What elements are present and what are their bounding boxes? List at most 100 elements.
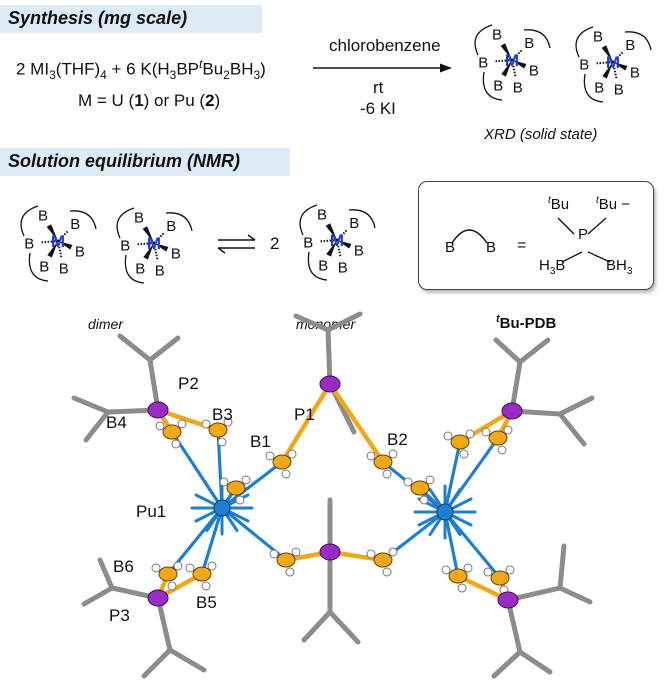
equilibrium-banner: Solution equilibrium (NMR) xyxy=(0,148,290,176)
carbon-bond xyxy=(557,395,595,417)
dimer-complex-right-bond-wedge xyxy=(154,243,169,252)
product-complex-right-bond-wedge xyxy=(613,62,628,71)
xrd-caption: XRD (solid state) xyxy=(484,126,598,143)
plutonium-atom xyxy=(213,499,231,517)
hydrogen-atom xyxy=(223,417,233,427)
dimer-complex-right-bond-hash xyxy=(153,231,166,244)
dimer-complex-right-boron-label: B xyxy=(155,263,165,280)
dimer-complex-right-bond-wedge xyxy=(143,243,154,260)
label-b5: B5 xyxy=(196,593,217,612)
monomer-complex-bond-wedge xyxy=(326,240,337,257)
dimer-complex-right-chelate-arc xyxy=(116,207,135,239)
product-complex-left-boron-label: B xyxy=(478,54,488,71)
carbon-bond xyxy=(505,597,523,655)
label-b4: B4 xyxy=(106,413,127,432)
hydrogen-atom xyxy=(388,547,398,557)
monomer-complex-bond-hash xyxy=(336,228,349,241)
hydrogen-atom xyxy=(388,449,398,459)
product-complex-left-boron-label: B xyxy=(529,62,539,79)
hydrogen-atom xyxy=(503,425,513,435)
hydrogen-atom xyxy=(219,477,229,487)
monomer-complex-bond-wedge xyxy=(325,223,337,240)
boron-atom xyxy=(373,454,393,470)
carbon-bond xyxy=(517,337,551,365)
legend-tbu-right: tBu − xyxy=(596,195,631,213)
carbon-bond xyxy=(517,649,553,675)
hydrogen-atom xyxy=(167,581,177,591)
legend-phosphorus: P xyxy=(578,226,589,243)
carbon-bond xyxy=(81,585,115,607)
product-complex-right-boron-label: B xyxy=(579,56,589,73)
monomer-complex-boron-label: B xyxy=(354,242,364,259)
boron-atom xyxy=(192,566,212,582)
product-complex-left-chelate-arc xyxy=(523,29,551,49)
hydrogen-atom xyxy=(441,565,451,575)
carbon-bond xyxy=(557,585,593,605)
temperature-label: rt xyxy=(373,78,384,97)
product-complex-right-boron-label: B xyxy=(594,79,604,96)
hydrogen-atom xyxy=(382,469,392,479)
hydrogen-atom xyxy=(291,547,301,557)
dimer-complex-left-boron-label: B xyxy=(39,258,49,275)
metal-boron-bond xyxy=(443,510,502,580)
phosphorus-atom xyxy=(497,591,519,609)
dimer-complex-left-bond-wedge xyxy=(46,224,58,241)
dimer-complex-left-boron-label: B xyxy=(70,216,80,233)
dimer-complex-right-metal-label: M xyxy=(147,234,161,253)
label-b2: B2 xyxy=(387,430,408,449)
product-complex-left-boron-label: B xyxy=(492,27,502,44)
hydrogen-atom xyxy=(419,495,429,505)
dimer-complex-left-boron-label: B xyxy=(24,235,34,252)
hydrogen-atom xyxy=(173,561,183,571)
phosphorus-boron-bond xyxy=(279,381,333,465)
monomer-complex-boron-label: B xyxy=(338,260,348,277)
dimer-complex-left-bond-hash xyxy=(57,229,70,242)
hydrogen-atom xyxy=(443,431,453,441)
dimer-complex-right-chelate-arc xyxy=(165,212,193,232)
hydrogen-atom xyxy=(481,427,491,437)
metal-boron-bond xyxy=(443,440,462,514)
dimer-complex-left-bond-wedge xyxy=(58,241,73,250)
hydrogen-atom xyxy=(483,567,493,577)
product-complex-left-bond-wedge xyxy=(512,60,527,69)
hydrogen-atom xyxy=(366,451,376,461)
phosphorus-atom xyxy=(147,589,169,607)
label-p3: P3 xyxy=(109,606,130,625)
synthesis-title: Synthesis (mg scale) xyxy=(8,8,188,28)
product-complex-right-bond-hash xyxy=(612,50,625,63)
monomer-complex-bond-wedge xyxy=(337,240,352,249)
metal-boron-bond xyxy=(200,506,224,576)
legend-bond xyxy=(587,251,611,263)
metal-definition: M = U (1) or Pu (2) xyxy=(78,91,221,110)
label-b1: B1 xyxy=(250,432,271,451)
hydrogen-atom xyxy=(281,469,291,479)
hydrogen-atom xyxy=(287,449,297,459)
carbon-bond xyxy=(557,543,567,591)
carbon-bond xyxy=(325,311,363,333)
product-complex-left-boron-label: B xyxy=(493,77,503,94)
product-complex-right-chelate-arc xyxy=(583,73,604,103)
hydrogen-atom xyxy=(269,549,279,559)
equilibrium-coefficient: 2 xyxy=(270,234,280,253)
boron-atom xyxy=(162,424,182,440)
hydrogen-atom xyxy=(265,451,275,461)
product-complex-left-chelate-arc xyxy=(482,71,503,101)
monomer-complex-chelate-arc xyxy=(299,204,318,236)
dimer-complex-left-metal-label: M xyxy=(51,232,65,251)
ligand-legend-box xyxy=(418,181,654,290)
legend-chelate-arc xyxy=(451,229,488,244)
hydrogen-atom xyxy=(457,583,467,593)
hydrogen-atom xyxy=(171,439,181,449)
dimer-complex-left-bond-wedge xyxy=(47,241,58,258)
product-complex-left-boron-label: B xyxy=(513,80,523,97)
boron-atom xyxy=(208,422,228,438)
hydrogen-atom xyxy=(155,421,165,431)
legend-bond xyxy=(557,217,575,235)
dimer-complex-right-boron-label: B xyxy=(134,210,144,227)
boron-atom xyxy=(410,480,430,496)
label-p2: P2 xyxy=(178,374,199,393)
carbon-bond xyxy=(167,647,207,673)
phosphorus-atom xyxy=(147,401,169,419)
boron-atom xyxy=(448,568,468,584)
